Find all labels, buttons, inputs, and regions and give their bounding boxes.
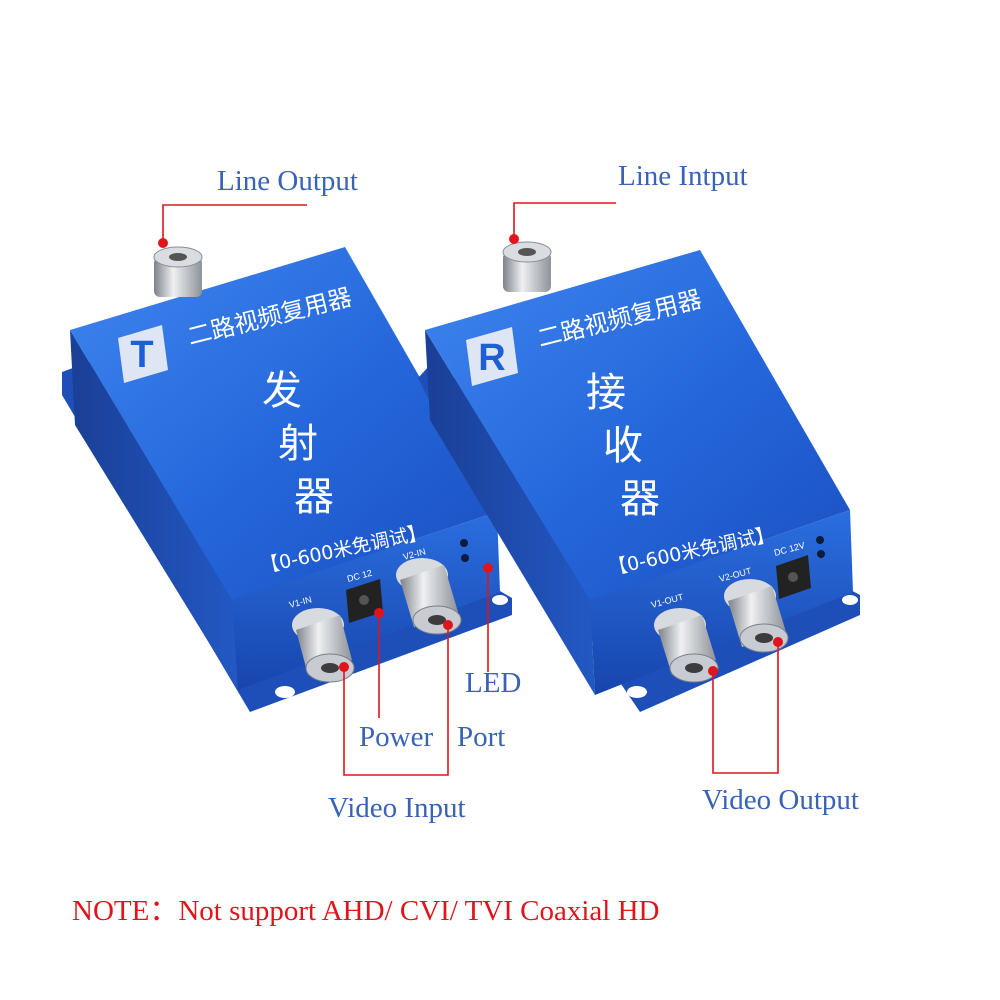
transmitter-name-char-3: 器: [294, 474, 334, 520]
transmitter-top-panel: [70, 247, 497, 600]
callout-line-video-input: [343, 625, 449, 776]
transmitter-dc-jack: [346, 579, 383, 623]
video-output-label: Video Output: [702, 784, 859, 816]
callout-dot-led: [483, 563, 493, 573]
transmitter-flange-hole-right: [492, 595, 508, 605]
transmitter-name-char-1: 发: [262, 368, 302, 414]
receiver-line-bnc: [502, 241, 552, 292]
receiver-flange-hole-right: [842, 595, 858, 605]
callout-line-video-output: [712, 642, 779, 774]
receiver-device: R 二路视频复用器 接 收 器 【0-600米免调试】 V1-OUT V2-OU…: [418, 241, 860, 712]
video-input-label: Video Input: [328, 792, 466, 824]
callout-lines: [162, 202, 779, 776]
transmitter-device: T 二路视频复用器 发 射 器 【0-600米免调试】 V1-IN DC 12 …: [62, 246, 512, 712]
transmitter-v1-bnc: [292, 608, 355, 683]
callout-dot-video-in-2: [443, 620, 453, 630]
transmitter-side-panel: [70, 330, 238, 690]
transmitter-line-bnc: [153, 246, 203, 297]
line-input-label: Line Intput: [618, 160, 748, 192]
callout-dots: [158, 234, 783, 676]
receiver-led-2: [817, 550, 825, 558]
receiver-flange-hole-left: [627, 686, 647, 698]
callout-dot-video-in-1: [339, 662, 349, 672]
compatibility-note: NOTE：Not support AHD/ CVI/ TVI Coaxial H…: [72, 895, 660, 927]
transmitter-flange-hole-left: [275, 686, 295, 698]
transmitter-badge-text: T: [130, 334, 153, 376]
receiver-name-char-1: 接: [586, 370, 626, 416]
callout-dot-video-out-1: [708, 666, 718, 676]
callout-dot-power: [374, 608, 384, 618]
receiver-name-char-2: 收: [603, 423, 643, 469]
receiver-v1-bnc: [654, 608, 719, 683]
receiver-side-panel: [425, 330, 595, 695]
receiver-name-char-3: 器: [620, 476, 660, 522]
receiver-r-badge: R: [466, 327, 518, 386]
transmitter-t-badge: T: [118, 325, 168, 383]
receiver-dc-jack: [776, 555, 811, 599]
callout-dot-line-output: [158, 238, 168, 248]
transmitter-led-2: [461, 554, 469, 562]
transmitter-led-1: [460, 539, 468, 547]
receiver-badge-text: R: [478, 337, 505, 379]
callout-dot-video-out-2: [773, 637, 783, 647]
callout-line-output: [162, 204, 307, 243]
callout-line-input: [513, 202, 616, 239]
receiver-front-panel: [590, 510, 853, 695]
callout-dot-line-input: [509, 234, 519, 244]
led-label: LED: [465, 667, 522, 699]
port-label: Port: [457, 721, 506, 753]
power-label: Power: [359, 721, 434, 753]
line-output-label: Line Output: [217, 165, 358, 197]
transmitter-name-char-2: 射: [278, 421, 318, 467]
receiver-top-panel: [425, 250, 850, 600]
receiver-led-1: [816, 536, 824, 544]
